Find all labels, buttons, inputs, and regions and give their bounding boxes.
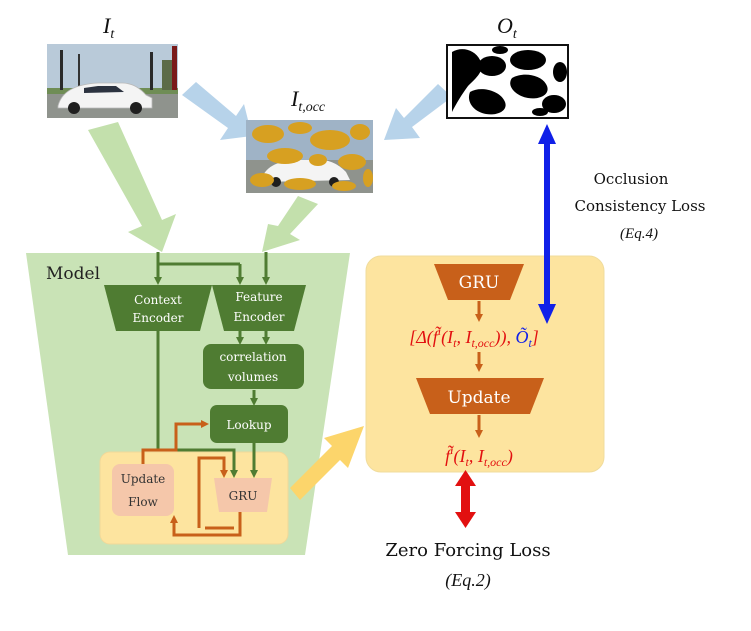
context-encoder-label-line2: Encoder	[133, 311, 184, 325]
inner-gru-label: GRU	[229, 489, 258, 503]
detail-gru-label: GRU	[459, 273, 500, 293]
correlation-volumes-block	[203, 344, 304, 389]
image-to-occluded-arrow	[182, 82, 252, 140]
occlusion-loss-equation: (Eq.4)	[620, 226, 658, 242]
image-to-context-arrow	[88, 122, 176, 252]
context-encoder-block	[104, 285, 212, 331]
encoder-input-connectors	[154, 252, 270, 285]
occluded-to-feature-arrow	[262, 196, 318, 252]
occluded-frame-image	[246, 120, 373, 193]
model-to-detail-arrow	[290, 426, 364, 500]
model-title: Model	[46, 264, 100, 284]
input-frame-image	[47, 44, 178, 118]
occlusion-mask-image	[446, 44, 569, 119]
correlation-label-line1: correlation	[219, 350, 286, 364]
zero-forcing-loss-label: Zero Forcing Loss	[385, 540, 550, 561]
output-expression: f̃i(It, It,occ)	[445, 443, 513, 469]
occlusion-mask-label: Ot	[497, 13, 518, 42]
input-frame-label: It	[102, 13, 115, 42]
occlusion-loss-line2: Consistency Loss	[575, 197, 706, 215]
occlusion-consistency-arrow	[538, 124, 556, 324]
feature-encoder-block	[212, 285, 306, 331]
zero-forcing-loss-equation: (Eq.2)	[445, 570, 490, 591]
model-data-flow	[156, 330, 270, 478]
update-flow-block	[112, 464, 174, 516]
detail-gru-block	[434, 264, 524, 300]
update-flow-label-line1: Update	[121, 472, 166, 486]
inner-gru-block	[214, 478, 272, 512]
context-encoder-label-line1: Context	[134, 293, 182, 307]
feature-encoder-label-line1: Feature	[235, 290, 282, 304]
mask-to-occluded-arrow	[384, 84, 452, 140]
occlusion-loss-line1: Occlusion	[594, 170, 669, 188]
gru-recurrent-loop	[141, 420, 242, 537]
feature-encoder-label-line2: Encoder	[234, 310, 285, 324]
lookup-block	[210, 405, 288, 443]
occluded-frame-label: It,occ	[290, 86, 326, 115]
zero-forcing-arrow	[455, 470, 476, 528]
update-flow-label-line2: Flow	[128, 495, 158, 509]
correlation-label-line2: volumes	[227, 370, 278, 384]
detail-update-label: Update	[447, 388, 510, 408]
detail-update-block	[416, 378, 544, 414]
lookup-label: Lookup	[226, 418, 271, 432]
